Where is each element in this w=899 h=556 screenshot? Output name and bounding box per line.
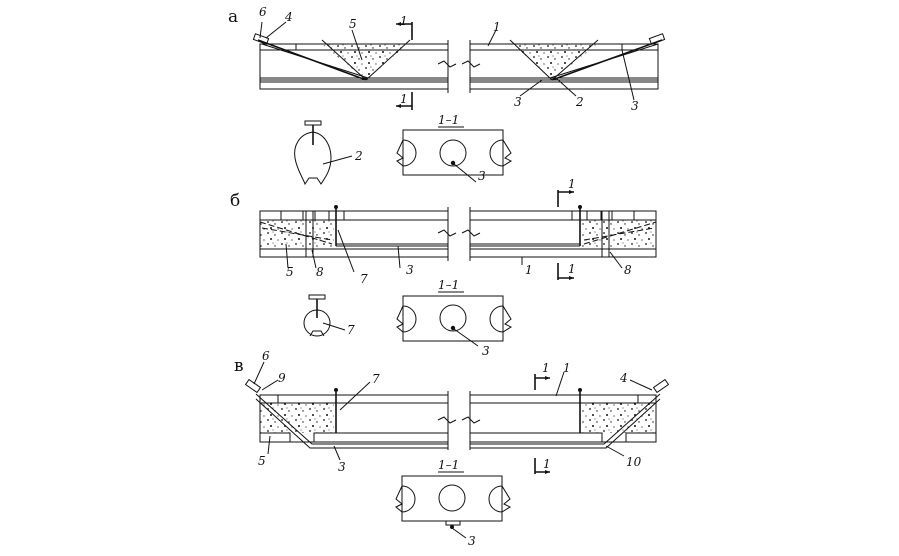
clamp-detail-2: 2 — [294, 120, 363, 186]
v-label-5: 5 — [258, 454, 266, 468]
part-a-tendons — [252, 33, 666, 81]
part-b-right-slab — [469, 205, 657, 258]
a-label-2: 2 — [575, 95, 584, 109]
v-label-9: 9 — [278, 371, 286, 385]
part-a: а — [228, 5, 666, 113]
section-a: 1–1 3 — [396, 113, 513, 183]
part-a-left-slab — [259, 43, 449, 90]
v-label-1-bottom: 1 — [543, 457, 551, 471]
part-a-letter: а — [228, 7, 238, 27]
v-label-1-top: 1 — [542, 361, 550, 375]
section-v-title: 1–1 — [438, 458, 459, 472]
section-b: 1–1 3 — [396, 278, 513, 358]
a-label-1-slab: 1 — [493, 20, 501, 34]
part-b-left-slab — [259, 205, 449, 258]
b-label-1-slab: 1 — [525, 263, 533, 277]
clamp-detail-7: 7 — [303, 294, 355, 337]
a-label-4: 4 — [284, 10, 293, 24]
section-b-label-3: 3 — [482, 344, 490, 358]
part-v-right-slab — [469, 388, 661, 449]
a-label-3-right: 3 — [631, 99, 639, 113]
v-label-3: 3 — [338, 460, 346, 474]
a-label-3-left: 3 — [514, 95, 522, 109]
v-label-6: 6 — [262, 349, 270, 363]
section-v: 1–1 3 — [395, 458, 512, 548]
a-label-5: 5 — [349, 17, 357, 31]
v-label-7: 7 — [372, 372, 380, 386]
b-label-1-top: 1 — [568, 177, 576, 191]
part-a-right-slab — [469, 43, 659, 90]
clamp-label-7: 7 — [347, 323, 355, 337]
b-label-3: 3 — [406, 263, 414, 277]
part-v-left-slab — [255, 388, 449, 449]
section-a-label-3: 3 — [478, 169, 486, 183]
a-label-1-bottom: 1 — [400, 92, 408, 106]
a-label-1-top: 1 — [400, 14, 408, 28]
v-label-4: 4 — [619, 371, 628, 385]
a-label-6: 6 — [259, 5, 267, 19]
b-label-1-bottom: 1 — [568, 262, 576, 276]
b-label-8-right: 8 — [624, 263, 632, 277]
clamp-label-2: 2 — [354, 149, 363, 163]
b-label-7: 7 — [360, 272, 368, 286]
part-v-letter: в — [234, 356, 244, 376]
v-label-1-slab: 1 — [563, 361, 571, 375]
b-label-8-left: 8 — [316, 265, 324, 279]
section-b-title: 1–1 — [438, 278, 459, 292]
part-b: б — [230, 177, 657, 286]
part-b-letter: б — [230, 191, 240, 211]
section-a-title: 1–1 — [438, 113, 459, 127]
v-label-10: 10 — [626, 455, 642, 469]
section-v-label-3: 3 — [468, 534, 476, 548]
b-label-5: 5 — [286, 265, 294, 279]
part-v: в — [234, 349, 670, 474]
